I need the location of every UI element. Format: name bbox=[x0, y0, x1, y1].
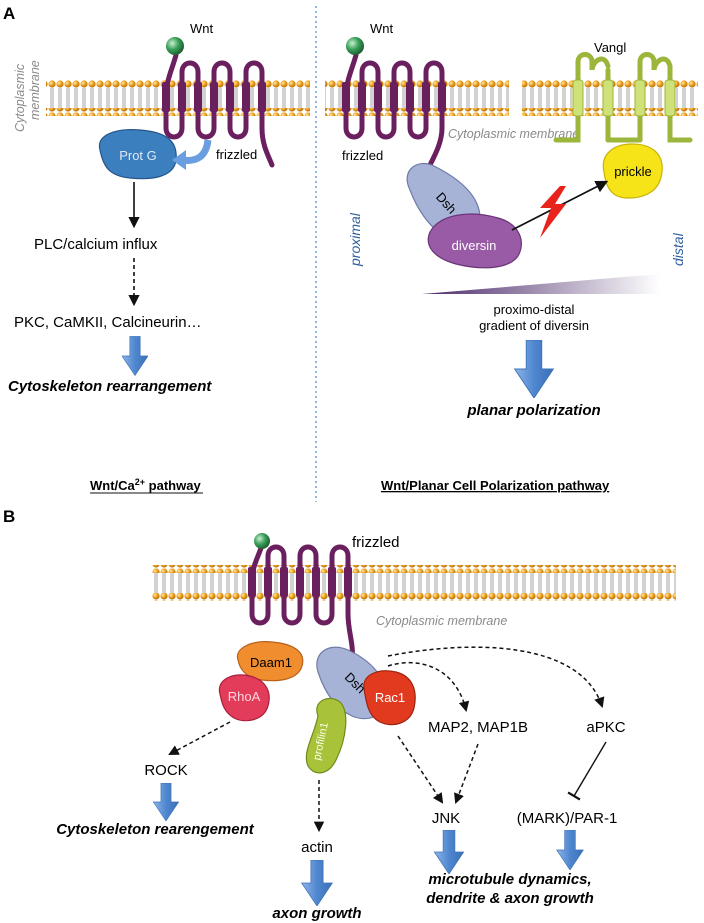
curved-arrow-head bbox=[172, 150, 186, 170]
big-arrow-rock bbox=[152, 783, 180, 821]
membrane-label-left-1: Cytoplasmic bbox=[13, 63, 27, 132]
frizzled-label-left: frizzled bbox=[216, 147, 257, 162]
panel-b-letter: B bbox=[3, 507, 15, 526]
membrane-label-left-2: membrane bbox=[28, 60, 42, 120]
plc-label: PLC/calcium influx bbox=[34, 236, 158, 253]
outcome-a-left: Cytoskeleton rearrangement bbox=[8, 378, 212, 395]
wnt-label-right: Wnt bbox=[370, 21, 394, 36]
pkc-label: PKC, CaMKII, Calcineurin… bbox=[14, 314, 202, 331]
arrow-dsh-apkc bbox=[387, 646, 605, 708]
big-arrow-a-left bbox=[122, 336, 148, 376]
jnk-label: JNK bbox=[432, 810, 460, 827]
outcome-b-3-line1: microtubule dynamics, bbox=[428, 871, 591, 888]
diversin-label: diversin bbox=[452, 238, 497, 253]
arrow-rhoa-rock bbox=[168, 721, 231, 755]
pathway-title-ca: Wnt/Ca2+ pathway bbox=[90, 477, 201, 493]
pathway-title-pcp: Wnt/Planar Cell Polarization pathway bbox=[381, 478, 610, 493]
membrane-right-1 bbox=[325, 80, 509, 116]
rhoa-shape bbox=[218, 674, 270, 722]
profilin1-shape bbox=[305, 697, 347, 774]
outcome-b-1: Cytoskeleton rearengement bbox=[56, 821, 255, 838]
prickle-shape bbox=[602, 143, 663, 199]
frizzled-tm-bars-b bbox=[248, 567, 352, 597]
apkc-label: aPKC bbox=[586, 719, 625, 736]
big-arrow-jnk bbox=[433, 830, 465, 874]
membrane-label-right: Cytoplasmic membrane bbox=[448, 127, 579, 141]
inhibit-apkc-mark bbox=[567, 741, 607, 801]
wnt-label-left: Wnt bbox=[190, 21, 214, 36]
arrow-dsh-map bbox=[387, 662, 470, 713]
outcome-b-2: axon growth bbox=[272, 905, 361, 922]
wnt-ligand-left bbox=[166, 37, 184, 55]
outcome-b-3-line2: dendrite & axon growth bbox=[426, 890, 594, 907]
rac1-shape bbox=[363, 670, 416, 726]
gradient-label-1: proximo-distal bbox=[494, 302, 575, 317]
diversin-shape bbox=[427, 213, 522, 269]
distal-label: distal bbox=[670, 232, 686, 266]
membrane-label-b: Cytoplasmic membrane bbox=[376, 614, 507, 628]
arrow-rac1-jnk bbox=[397, 735, 444, 804]
rac1-label: Rac1 bbox=[375, 690, 405, 705]
rhoa-label: RhoA bbox=[228, 689, 261, 704]
daam1-label: Daam1 bbox=[250, 655, 292, 670]
big-arrow-actin bbox=[301, 860, 333, 906]
proximal-label: proximal bbox=[347, 212, 363, 267]
wnt-ligand-b bbox=[254, 533, 270, 549]
wnt-ligand-right bbox=[346, 37, 364, 55]
big-arrow-mark bbox=[556, 830, 584, 870]
vangl-label: Vangl bbox=[594, 40, 626, 55]
frizzled-tm-bars-right bbox=[342, 82, 446, 112]
vangl-tm-bars bbox=[572, 79, 676, 117]
panel-a-letter: A bbox=[3, 4, 15, 23]
mark-label: (MARK)/PAR-1 bbox=[517, 810, 618, 827]
map-label: MAP2, MAP1B bbox=[428, 719, 528, 736]
prickle-label: prickle bbox=[614, 164, 652, 179]
outcome-a-right: planar polarization bbox=[466, 402, 600, 419]
frizzled-label-b: frizzled bbox=[352, 534, 400, 551]
diversin-gradient-wedge bbox=[422, 274, 660, 294]
arrow-map-jnk bbox=[454, 743, 479, 804]
actin-label: actin bbox=[301, 839, 333, 856]
membrane-b bbox=[152, 565, 676, 601]
frizzled-tm-bars-left bbox=[162, 82, 266, 112]
gradient-label-2: gradient of diversin bbox=[479, 318, 589, 333]
frizzled-label-right: frizzled bbox=[342, 148, 383, 163]
inhibition-bolt-icon bbox=[540, 186, 566, 238]
rock-label: ROCK bbox=[144, 762, 187, 779]
big-arrow-a-right bbox=[514, 340, 554, 398]
prot-g-label: Prot G bbox=[119, 148, 157, 163]
